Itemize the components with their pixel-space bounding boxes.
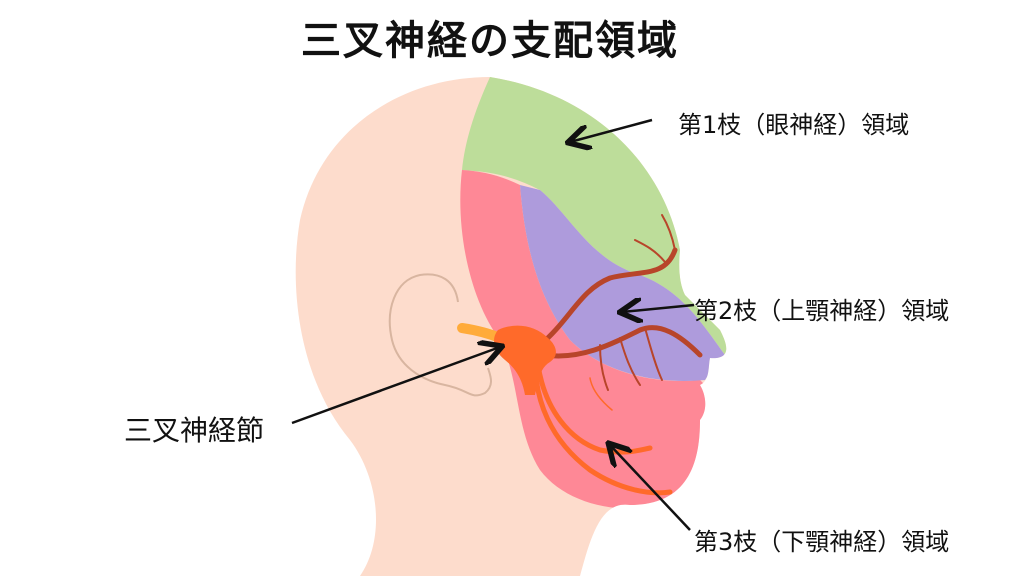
label-v3-mandibular: 第3枝（下顎神経）領域 (694, 528, 950, 556)
label-v2-maxillary: 第2枝（上顎神経）領域 (694, 297, 950, 325)
v3-region (460, 170, 720, 509)
arrow-v1 (570, 118, 653, 142)
nerve-branches (537, 214, 703, 391)
arrow-v3 (610, 445, 691, 531)
diagram-title: 三叉神経の支配領域 (301, 18, 679, 64)
trigeminal-ganglion (494, 325, 556, 395)
label-v1-ophthalmic: 第1枝（眼神経）領域 (678, 111, 910, 139)
arrow-v2 (622, 305, 695, 312)
label-trigeminal-ganglion: 三叉神経節 (124, 414, 265, 447)
mandibular-nerve (532, 357, 673, 496)
ear-outline (388, 273, 492, 397)
arrow-ganglion (291, 347, 500, 425)
